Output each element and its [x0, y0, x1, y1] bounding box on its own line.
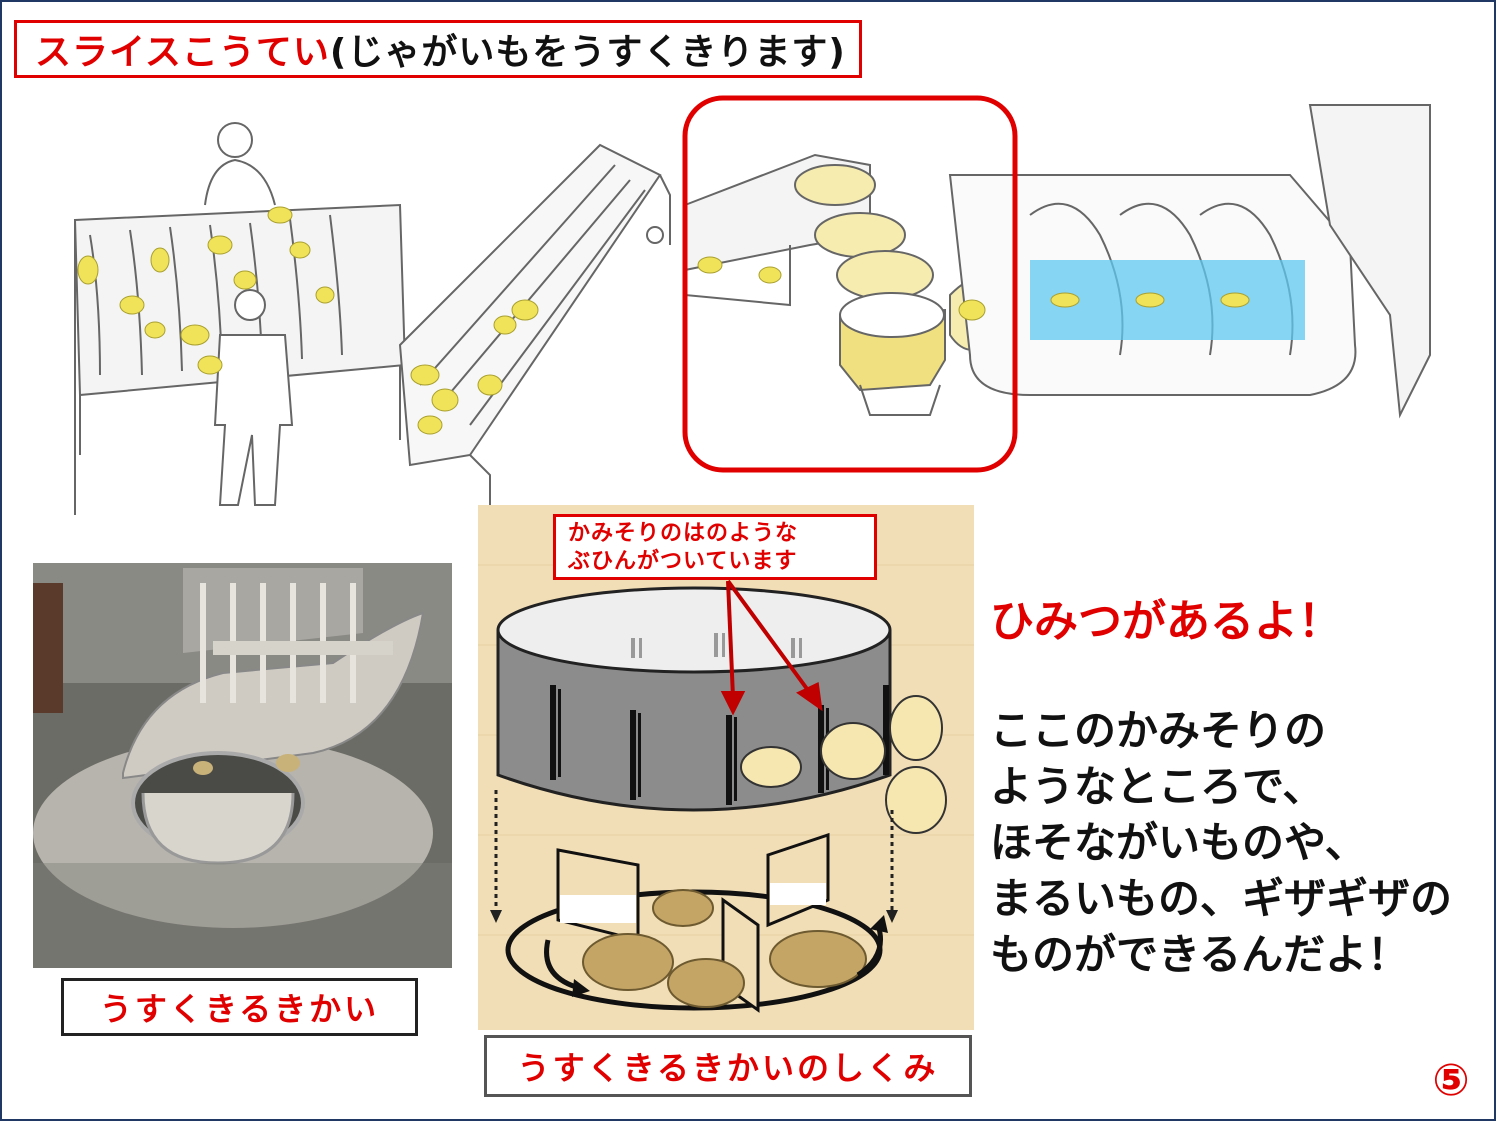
explanation-line: ものができるんだよ！	[990, 930, 1410, 979]
explanation-line: ここのかみそりの	[990, 706, 1327, 755]
slicer-mechanism-diagram	[478, 505, 974, 1030]
slide-title: スライスこうてい(じゃがいもをうすくきります)	[14, 20, 862, 78]
slicer-machine-photo	[33, 563, 452, 968]
factory-line-illustration	[73, 95, 1431, 515]
mechanism-caption: うすくきるきかいのしくみ	[484, 1035, 972, 1097]
explanation-line: ようなところで、	[990, 762, 1325, 811]
explanation-line: ほそながいものや、	[990, 818, 1367, 867]
photo-caption: うすくきるきかい	[61, 978, 418, 1036]
secret-heading: ひみつがあるよ！	[990, 596, 1342, 647]
blade-callout: かみそりのはのような ぶひんがついています	[553, 514, 877, 580]
title-sub: (じゃがいもをうすくきります)	[329, 32, 846, 73]
callout-line-2: ぶひんがついています	[568, 549, 798, 574]
page-number: ⑤	[1432, 1055, 1470, 1106]
title-main: スライスこうてい	[35, 32, 330, 73]
explanation-line: まるいもの、ギザギザの	[990, 874, 1453, 923]
callout-line-1: かみそりのはのような	[568, 521, 799, 546]
explanation-text: ここのかみそりの ようなところで、 ほそながいものや、 まるいもの、ギザギザの …	[990, 703, 1452, 983]
